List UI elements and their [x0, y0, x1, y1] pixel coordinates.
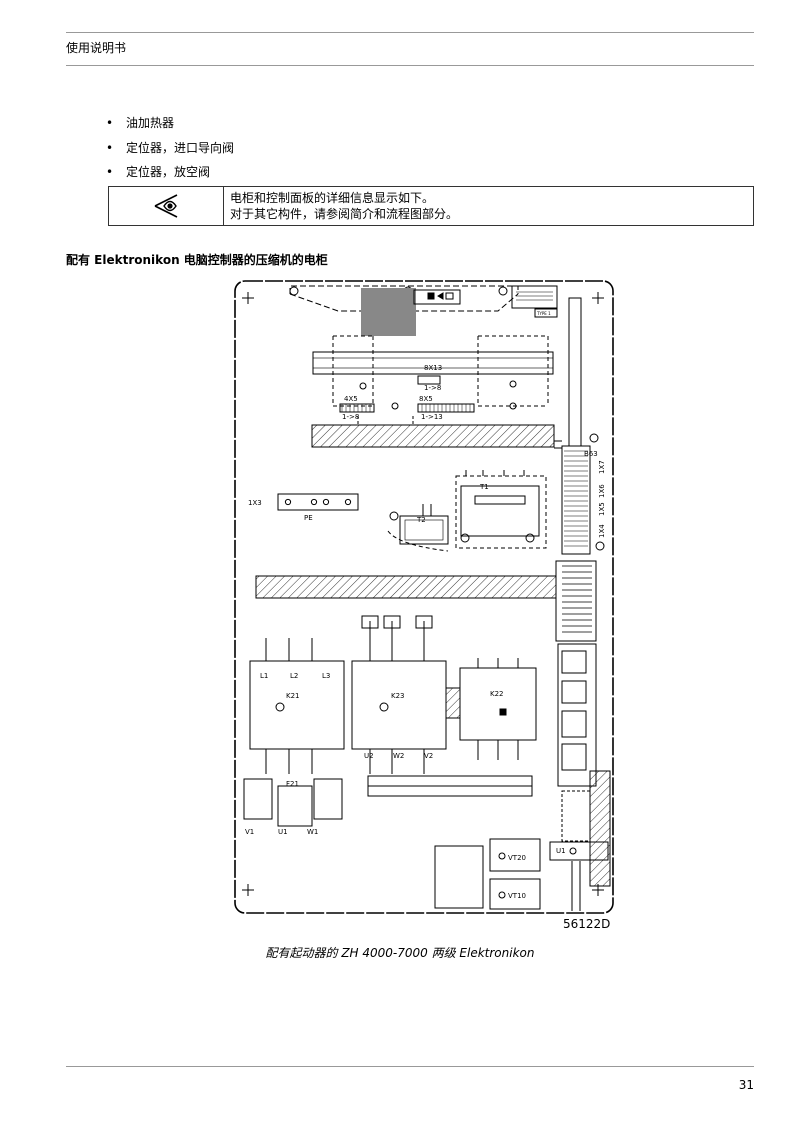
figure-code: 56122D [563, 917, 611, 931]
note-icon-cell [109, 187, 224, 225]
display-block [361, 288, 416, 336]
label-k21: K21 [286, 692, 300, 700]
tag-4x5: 4X5 [344, 395, 358, 403]
label-u1: U1 [556, 847, 566, 855]
blank-panel [434, 845, 484, 909]
footer-rule [66, 1066, 754, 1067]
label-1x4: 1X4 [598, 524, 606, 538]
note-box: 电柜和控制面板的详细信息显示如下。 对于其它构件，请参阅简介和流程图部分。 [108, 186, 754, 226]
label-k23: K23 [391, 692, 405, 700]
phase-label: V2 [424, 752, 433, 760]
label-vt20: VT20 [508, 854, 526, 862]
cable-duct [311, 424, 555, 448]
cabinet-outline [234, 280, 614, 914]
tag-8x13-range: 1->8 [424, 384, 441, 392]
page-number: 31 [738, 1078, 754, 1092]
list-item: 定位器，进口导向阀 [104, 138, 234, 163]
header-bottom-rule [66, 65, 754, 66]
label-pe: PE [304, 514, 313, 522]
phase-label: W1 [307, 828, 318, 836]
tag-8x5: 8X5 [419, 395, 433, 403]
label-1x5: 1X5 [598, 502, 606, 516]
phase-label: V1 [245, 828, 254, 836]
list-item: 油加热器 [104, 113, 234, 138]
tag-4x5-range: 1->8 [342, 413, 359, 421]
label-b63: B63 [584, 450, 598, 458]
eye-note-icon [154, 194, 178, 218]
label-t1: T1 [479, 483, 489, 491]
label-1x7: 1X7 [598, 460, 606, 474]
note-text: 电柜和控制面板的详细信息显示如下。 对于其它构件，请参阅简介和流程图部分。 [224, 187, 464, 225]
tag-8x13: 8X13 [424, 364, 442, 372]
phase-label: W2 [393, 752, 404, 760]
label-vt10: VT10 [508, 892, 526, 900]
phase-label: L1 [260, 672, 268, 680]
label-t2: T2 [416, 516, 426, 524]
header-top-rule [66, 32, 754, 33]
phase-label: U2 [364, 752, 374, 760]
phase-label: L2 [290, 672, 298, 680]
phase-label: L3 [322, 672, 330, 680]
tag-8x5-range: 1->13 [421, 413, 443, 421]
manual-title: 使用说明书 [66, 41, 127, 55]
component-list: 油加热器 定位器，进口导向阀 定位器，放空阀 [104, 113, 234, 187]
cable-duct [255, 575, 557, 599]
label-k22: K22 [490, 690, 504, 698]
list-item: 定位器，放空阀 [104, 162, 234, 187]
note-line: 对于其它构件，请参阅简介和流程图部分。 [230, 207, 459, 221]
label-f21: F21 [286, 780, 299, 788]
section-heading: 配有 Elektronikon 电脑控制器的压缩机的电柜 [66, 253, 328, 267]
label-1x3: 1X3 [248, 499, 262, 507]
electric-cabinet-diagram: 8X13 1->8 4X5 1->8 8X5 1->13 TYPE 1 B63 … [234, 280, 614, 914]
note-line: 电柜和控制面板的详细信息显示如下。 [230, 191, 435, 205]
label-1x6: 1X6 [598, 484, 606, 498]
tag-type: TYPE 1 [536, 311, 551, 316]
figure-caption: 配有起动器的 ZH 4000-7000 两级 Elektronikon [265, 946, 535, 960]
phase-label: U1 [278, 828, 288, 836]
